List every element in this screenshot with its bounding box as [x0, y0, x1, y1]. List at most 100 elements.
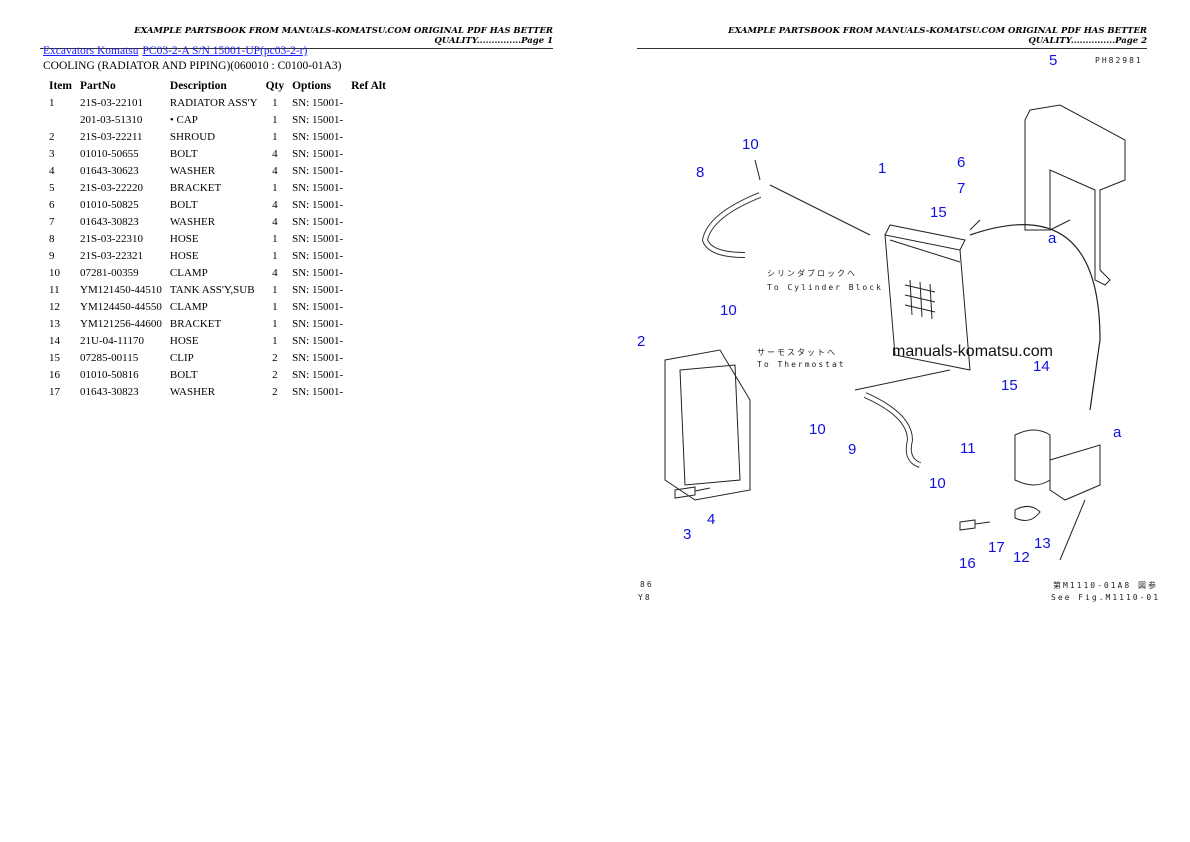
refalt-cell [347, 366, 390, 383]
qty-cell: 1 [272, 317, 278, 330]
callout-label: 14 [1033, 358, 1050, 375]
item-cell: 2 [49, 130, 55, 143]
partno-cell: YM124450-44550 [80, 300, 162, 313]
options-cell: SN: 15001- [292, 113, 344, 126]
qty-cell: 4 [272, 164, 278, 177]
partno-cell: 21S-03-22101 [80, 96, 143, 109]
column-header: Item [49, 79, 72, 92]
refalt-cell [347, 230, 390, 247]
item-cell: 6 [49, 198, 55, 211]
partno-cell: 07281-00359 [80, 266, 139, 279]
description-cell: TANK ASS'Y,SUB [169, 283, 255, 296]
refalt-cell [347, 196, 390, 213]
callout-label: 10 [929, 475, 946, 492]
item-cell: 10 [49, 266, 60, 279]
partno-cell: 01643-30823 [80, 385, 139, 398]
qty-cell: 1 [272, 249, 278, 262]
item-cell: 15 [49, 351, 60, 364]
partno-cell: YM121256-44600 [80, 317, 162, 330]
description-cell: BRACKET [169, 317, 222, 330]
options-cell: SN: 15001- [292, 249, 344, 262]
refalt-cell [347, 281, 390, 298]
item-cell: 14 [49, 334, 60, 347]
item-cell: 11 [49, 283, 60, 296]
page-1-header: EXAMPLE PARTSBOOK FROM MANUALS-KOMATSU.C… [40, 26, 553, 49]
callout-label: 9 [848, 441, 857, 458]
refalt-cell [347, 162, 390, 179]
description-cell: SHROUD [169, 130, 216, 143]
partno-cell: 21S-03-22220 [80, 181, 143, 194]
qty-cell: 4 [272, 215, 278, 228]
qty-cell: 4 [272, 198, 278, 211]
note-cylinder-jp: シリンダブロックへ [767, 269, 857, 278]
partno-cell: 21S-03-22310 [80, 232, 143, 245]
partno-cell: 21S-03-22321 [80, 249, 143, 262]
options-cell: SN: 15001- [292, 130, 344, 143]
callout-label: 6 [957, 154, 966, 171]
options-cell: SN: 15001- [292, 215, 344, 228]
breadcrumb-link-model[interactable]: PC03-2-A S/N 15001-UP(pc03-2-r) [142, 45, 308, 57]
radiator-part [884, 224, 971, 371]
partno-cell: 01643-30823 [80, 215, 139, 228]
refalt-cell [347, 298, 390, 315]
options-cell: SN: 15001- [292, 232, 344, 245]
hose-9 [863, 392, 922, 468]
options-cell: SN: 15001- [292, 181, 344, 194]
description-cell: HOSE [169, 249, 199, 262]
page-2-header: EXAMPLE PARTSBOOK FROM MANUALS-KOMATSU.C… [637, 26, 1147, 49]
partno-cell: 21U-04-11170 [80, 334, 144, 347]
column-header: Qty [265, 79, 285, 92]
callout-label: a [1113, 424, 1122, 441]
description-cell: CLAMP [169, 300, 208, 313]
description-cell: BOLT [169, 147, 198, 160]
description-cell: CLIP [169, 351, 194, 364]
hose-9-inner [864, 393, 921, 467]
description-cell: • CAP [169, 113, 198, 126]
callout-label: 2 [637, 333, 646, 350]
qty-cell: 1 [272, 300, 278, 313]
item-cell: 9 [49, 249, 55, 262]
refalt-cell [347, 332, 390, 349]
radiator-grid [904, 279, 936, 320]
qty-cell: 1 [272, 334, 278, 347]
refalt-cell [347, 94, 390, 111]
options-cell: SN: 15001- [292, 147, 344, 160]
description-cell: HOSE [169, 232, 199, 245]
item-cell: 16 [49, 368, 60, 381]
refalt-cell [347, 349, 390, 366]
note-see-fig-jp: 第M1110-01A8 図参 [1053, 581, 1158, 590]
callout-label: 8 [696, 164, 705, 181]
options-cell: SN: 15001- [292, 351, 344, 364]
refalt-cell [347, 145, 390, 162]
callout-label: 1 [878, 160, 887, 177]
partno-cell: 01643-30623 [80, 164, 139, 177]
partno-cell: 201-03-51310 [80, 113, 143, 126]
column-header: Description [169, 79, 227, 92]
refalt-cell [347, 213, 390, 230]
description-cell: WASHER [169, 164, 216, 177]
description-cell: BOLT [169, 198, 198, 211]
callout-label: a [1048, 230, 1057, 247]
refalt-cell [347, 264, 390, 281]
callout-label: 3 [683, 526, 692, 543]
item-cell [45, 111, 76, 128]
options-cell: SN: 15001- [292, 334, 344, 347]
item-cell: 7 [49, 215, 55, 228]
callout-label: 10 [809, 421, 826, 438]
callout-label: 13 [1034, 535, 1051, 552]
note-thermostat-en: To Thermostat [757, 360, 846, 369]
description-cell: BRACKET [169, 181, 222, 194]
breadcrumb-link-category[interactable]: Excavators Komatsu [43, 45, 139, 57]
